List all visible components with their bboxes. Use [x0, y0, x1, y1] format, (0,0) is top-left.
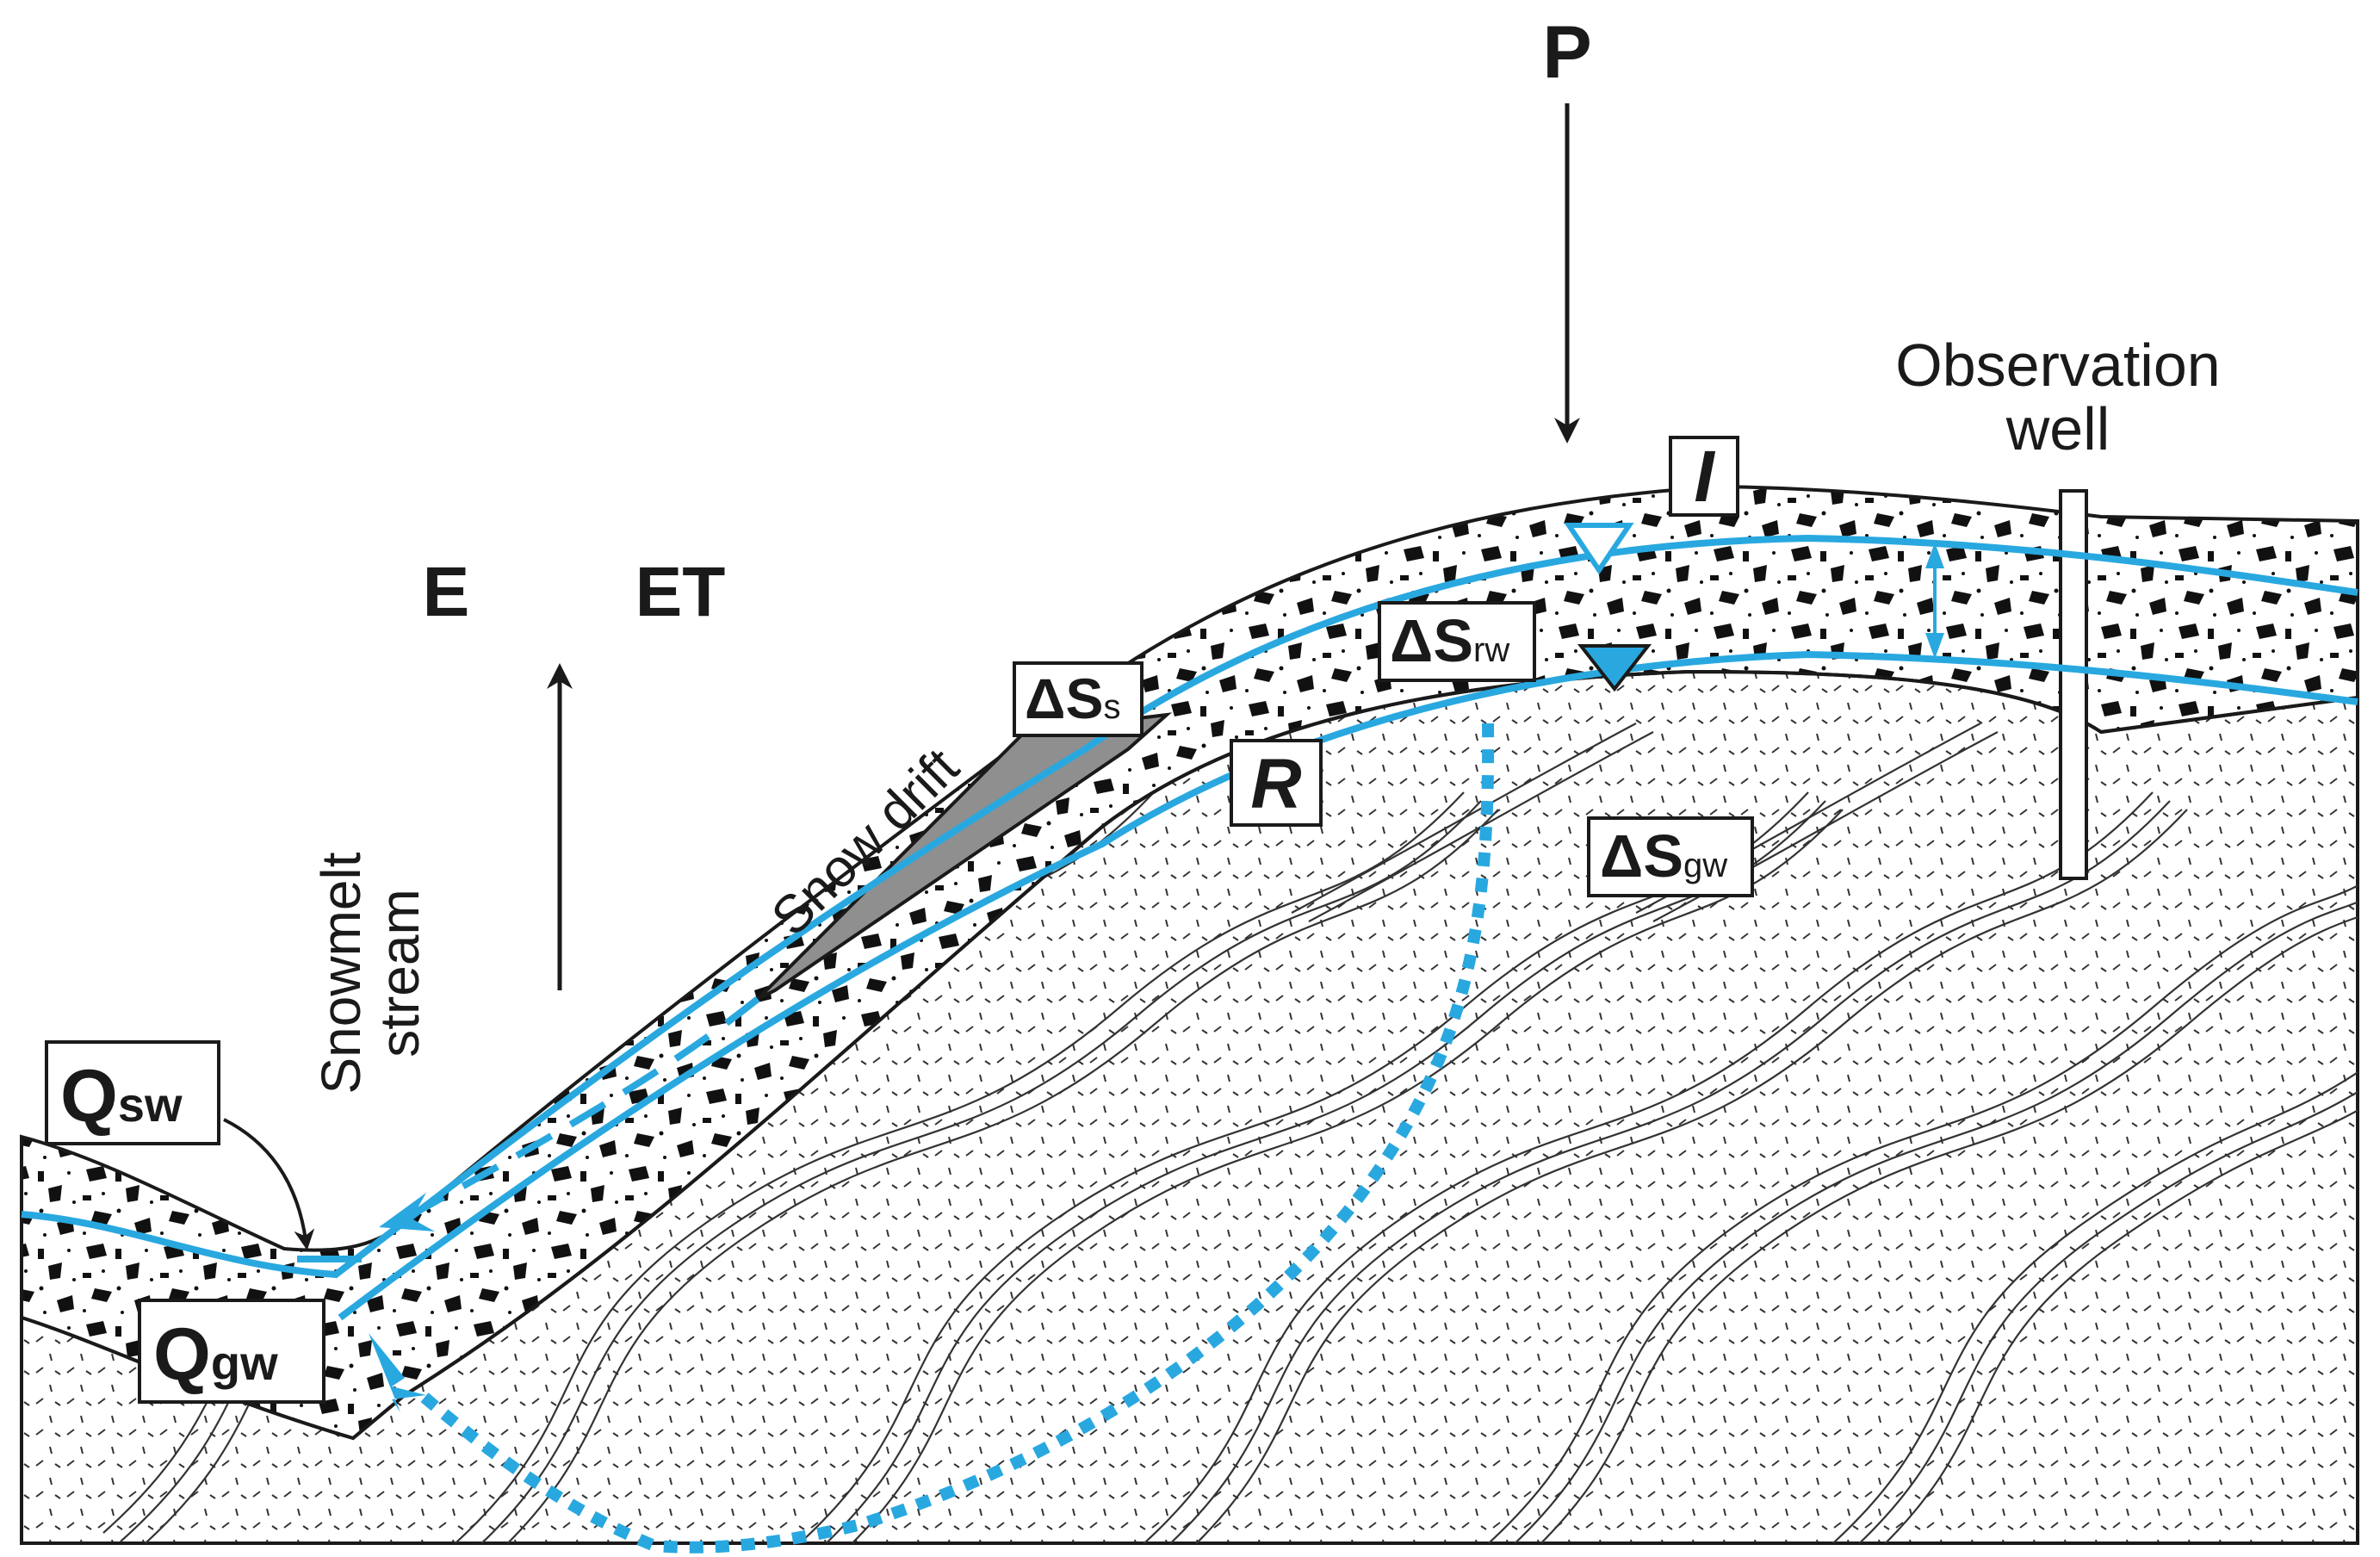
- label-observation-well-2: well: [2005, 395, 2110, 462]
- surface-runoff-flow: [403, 996, 760, 1222]
- q-sw-box: Qsw: [45, 1040, 220, 1145]
- observation-well: [2059, 489, 2088, 880]
- label-evaporation: E: [423, 553, 470, 631]
- label-q-sw-sub: sw: [118, 1077, 183, 1132]
- infiltration-box: I: [1669, 436, 1739, 517]
- snow-drift: [756, 712, 1173, 1001]
- label-precipitation: P: [1542, 11, 1591, 94]
- deep-groundwater-flowpath: [418, 723, 1495, 1554]
- label-recharge: R: [1250, 745, 1301, 823]
- label-q-gw-sub: gw: [211, 1336, 278, 1390]
- q-gw-box: Qgw: [138, 1299, 325, 1404]
- recharge-box: R: [1230, 739, 1323, 827]
- runoff-arrowhead: [379, 1193, 435, 1231]
- bedrock: [20, 669, 2359, 1545]
- label-delta-s-snow: ΔS: [1025, 667, 1103, 730]
- delta-s-rw-box: ΔSrw: [1378, 601, 1536, 682]
- svg-text:Qsw: Qsw: [60, 1055, 183, 1138]
- qsw-pointer-arrow: [223, 1118, 315, 1250]
- delta-s-gw-box: ΔSgw: [1587, 816, 1754, 897]
- label-delta-s-gw: ΔS: [1600, 822, 1683, 890]
- delta-s-snow-box: ΔSs: [1013, 661, 1144, 737]
- water-table-symbol-filled: [1577, 644, 1652, 692]
- lower-water-table: [338, 650, 2358, 1321]
- label-stream: stream: [369, 889, 431, 1058]
- svg-text:ΔSrw: ΔSrw: [1390, 607, 1509, 674]
- svg-text:Qgw: Qgw: [153, 1313, 278, 1396]
- label-delta-s-snow-sub: s: [1103, 688, 1120, 726]
- label-snowmelt: Snowmelt: [310, 852, 372, 1094]
- label-infiltration: I: [1694, 436, 1715, 517]
- label-delta-s-rw: ΔS: [1390, 607, 1473, 674]
- water-table-symbol-open: [1564, 523, 1634, 575]
- label-q-sw: Q: [60, 1055, 118, 1138]
- label-observation-well-1: Observation: [1895, 332, 2220, 399]
- svg-text:ΔSgw: ΔSgw: [1600, 822, 1727, 890]
- svg-text:ΔSs: ΔSs: [1025, 667, 1120, 730]
- label-evapotranspiration: ET: [635, 553, 726, 631]
- label-delta-s-rw-sub: rw: [1473, 631, 1509, 669]
- groundwater-discharge-arrowhead: [369, 1333, 426, 1412]
- label-delta-s-gw-sub: gw: [1683, 847, 1727, 884]
- label-q-gw: Q: [153, 1313, 211, 1396]
